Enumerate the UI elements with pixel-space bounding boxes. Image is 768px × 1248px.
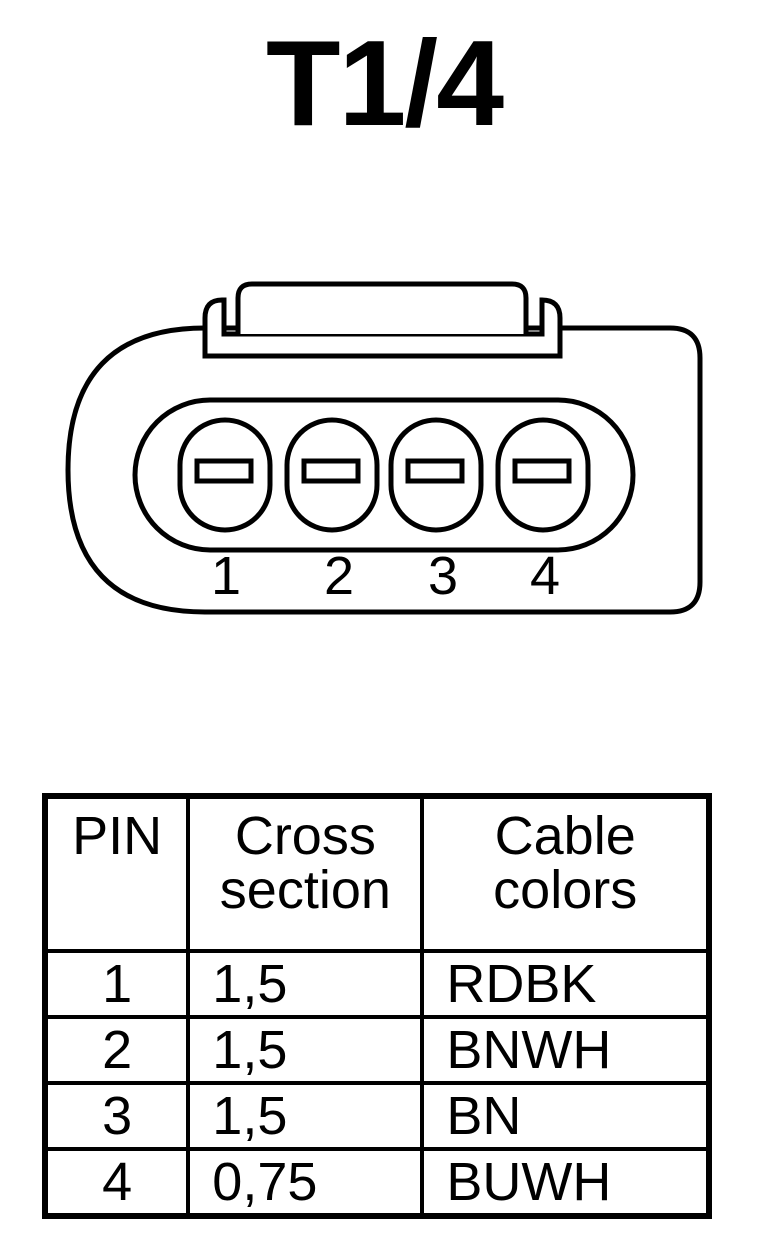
- pin-socket-3: [388, 417, 484, 533]
- table-header-row: PIN Cross section Cable colors: [42, 794, 711, 953]
- table-row: 2 1,5 BNWH: [42, 1015, 711, 1085]
- pin-socket-4: [495, 417, 591, 533]
- header-cross-section: Cross section: [186, 794, 425, 953]
- cable-color-cell: BN: [420, 1081, 711, 1151]
- connector-diagram: 1 2 3 4: [65, 281, 703, 615]
- header-pin-label: PIN: [72, 806, 163, 866]
- pin-number-cell: 2: [42, 1015, 191, 1085]
- pin-number-cell: 1: [42, 949, 191, 1019]
- cable-color-cell: BNWH: [420, 1015, 711, 1085]
- connector-latch-tab: [235, 281, 529, 334]
- pin-label-2: 2: [324, 546, 354, 606]
- header-color-line1: Cable: [494, 806, 636, 866]
- pin-number-cell: 4: [42, 1147, 191, 1218]
- header-pin: PIN: [42, 794, 191, 953]
- cross-section-cell: 1,5: [186, 1015, 425, 1085]
- cross-section-cell: 1,5: [186, 949, 425, 1019]
- cross-section-cell: 0,75: [186, 1147, 425, 1218]
- cable-color-cell: BUWH: [420, 1147, 711, 1218]
- table-row: 1 1,5 RDBK: [42, 949, 711, 1019]
- pin-socket-2: [284, 417, 380, 533]
- page-title: T1/4: [265, 15, 504, 151]
- header-cable-colors: Cable colors: [420, 794, 711, 953]
- cross-section-cell: 1,5: [186, 1081, 425, 1151]
- header-cross-line2: section: [219, 860, 391, 920]
- table-row: 3 1,5 BN: [42, 1081, 711, 1151]
- header-color-line2: colors: [493, 860, 638, 920]
- pin-label-1: 1: [211, 546, 241, 606]
- header-cross-line1: Cross: [234, 806, 376, 866]
- pin-label-3: 3: [428, 546, 458, 606]
- pin-number-cell: 3: [42, 1081, 191, 1151]
- pin-socket-1: [177, 417, 273, 533]
- pin-label-4: 4: [530, 546, 560, 606]
- pin-assignment-table: PIN Cross section Cable colors 1 1,5 RDB…: [42, 793, 712, 1219]
- cable-color-cell: RDBK: [420, 949, 711, 1019]
- table-row: 4 0,75 BUWH: [42, 1147, 711, 1218]
